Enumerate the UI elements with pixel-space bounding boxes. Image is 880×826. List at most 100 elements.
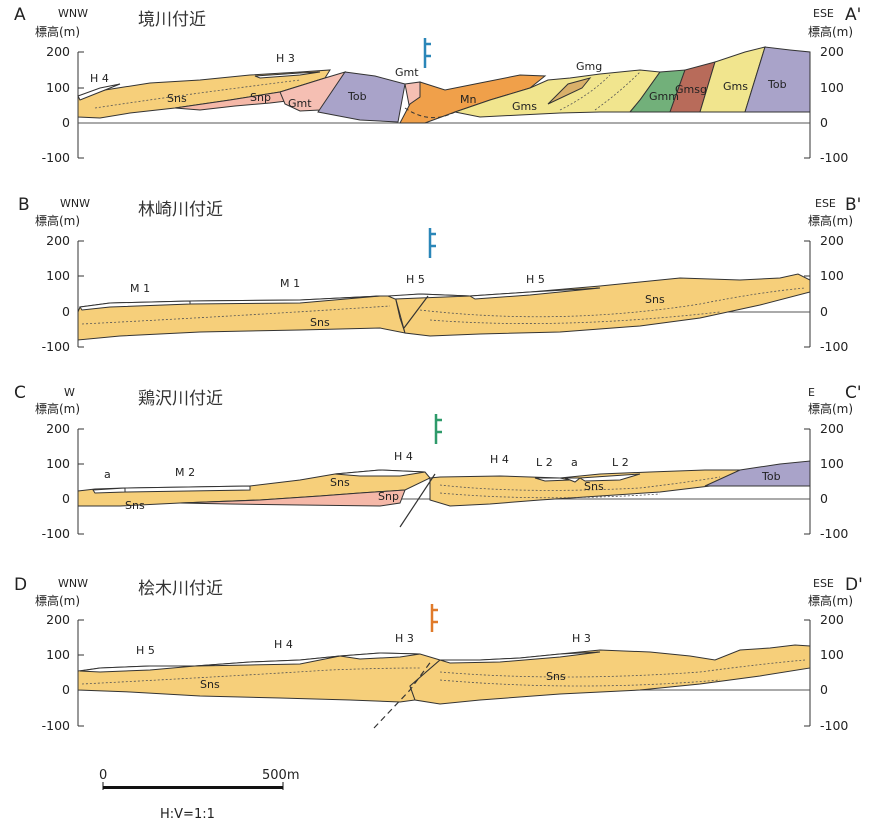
terrace-L2b-C bbox=[578, 473, 641, 482]
unit-label: H 3 bbox=[572, 632, 591, 645]
elevation-label-right: 標高(m) bbox=[808, 401, 853, 416]
terrace-H4-A bbox=[77, 83, 121, 101]
fault-line-B bbox=[403, 295, 429, 329]
fault-symbol-D bbox=[430, 604, 438, 632]
tick-label: -100 bbox=[820, 718, 848, 733]
scale-end-label: 500m bbox=[262, 768, 299, 783]
section-title: 境川付近 bbox=[138, 10, 206, 30]
tick-label: 200 bbox=[46, 421, 70, 436]
scale-bar: 0 500m H:V=1:1 bbox=[99, 768, 299, 822]
unit-label: H 4 bbox=[394, 450, 413, 463]
unit-label: Gmg bbox=[576, 60, 602, 73]
section-D: D WNW 標高(m) 桧木川付近 ESE D' 標高(m) 200 100 0… bbox=[14, 575, 863, 733]
scale-ratio-label: H:V=1:1 bbox=[160, 807, 215, 822]
elevation-label-left: 標高(m) bbox=[35, 401, 80, 416]
unit-labels-A: H 4 H 3 Sns Snp Gmt Tob Gmt Mn Gms Gmg G… bbox=[90, 52, 787, 113]
tick-label: 0 bbox=[820, 491, 828, 506]
section-B: B WNW 標高(m) 林崎川付近 ESE B' 標高(m) 200 100 0… bbox=[18, 195, 861, 354]
tick-label: -100 bbox=[42, 150, 70, 165]
terrace-H4-C bbox=[334, 469, 426, 477]
tick-label: 0 bbox=[820, 682, 828, 697]
unit-Tob-C bbox=[704, 460, 811, 487]
fault-symbol-B bbox=[428, 228, 436, 258]
fault-symbol-C bbox=[434, 414, 442, 444]
geology-D bbox=[77, 644, 811, 705]
elevation-label-right: 標高(m) bbox=[808, 593, 853, 608]
tick-label: 100 bbox=[820, 80, 844, 95]
direction-right: E bbox=[808, 386, 815, 399]
tick-label: -100 bbox=[820, 150, 848, 165]
unit-Tob-A2 bbox=[744, 46, 811, 113]
unit-label: Snp bbox=[378, 490, 399, 503]
unit-label: H 5 bbox=[136, 644, 155, 657]
unit-Tob-A bbox=[317, 71, 406, 123]
direction-right: ESE bbox=[813, 7, 834, 20]
section-letter-left: A bbox=[14, 5, 26, 25]
unit-label: M 1 bbox=[130, 282, 150, 295]
unit-label: L 2 bbox=[536, 456, 553, 469]
unit-label: Sns bbox=[546, 670, 566, 683]
tick-label: 200 bbox=[820, 421, 844, 436]
section-C: C W 標高(m) 鶏沢川付近 E C' 標高(m) 200 100 0 -10… bbox=[14, 383, 862, 541]
tick-label: 100 bbox=[46, 647, 70, 662]
unit-label: H 4 bbox=[490, 453, 509, 466]
tick-label: -100 bbox=[42, 339, 70, 354]
bedding-lines-A bbox=[94, 71, 641, 111]
tick-label: 200 bbox=[820, 44, 844, 59]
tick-label: -100 bbox=[42, 718, 70, 733]
unit-label: Gmt bbox=[288, 97, 312, 110]
direction-left: WNW bbox=[58, 577, 88, 590]
terrace-H3-A bbox=[254, 71, 321, 79]
tick-label: 0 bbox=[62, 682, 70, 697]
direction-right: ESE bbox=[813, 577, 834, 590]
unit-label: Sns bbox=[200, 678, 220, 691]
bedding-lines-D bbox=[81, 659, 806, 687]
terrace-a2-C bbox=[564, 477, 582, 483]
right-axis bbox=[804, 240, 811, 348]
terrace-H3-D bbox=[339, 652, 421, 660]
unit-label: Gmsg bbox=[675, 83, 707, 96]
unit-label: H 5 bbox=[526, 273, 545, 286]
geology-C bbox=[77, 460, 811, 507]
terrace-H3b-D bbox=[439, 651, 601, 664]
section-A: A WNW 標高(m) 境川付近 ESE A' 標高(m) 200 100 0 … bbox=[14, 5, 861, 165]
unit-label: Tob bbox=[761, 470, 781, 483]
tick-label: 100 bbox=[46, 80, 70, 95]
direction-right: ESE bbox=[815, 197, 836, 210]
unit-label: H 5 bbox=[406, 273, 425, 286]
unit-label: Snp bbox=[250, 91, 271, 104]
unit-label: Mn bbox=[460, 93, 476, 106]
unit-label: a bbox=[104, 468, 111, 481]
unit-label: M 1 bbox=[280, 277, 300, 290]
direction-left: WNW bbox=[60, 197, 90, 210]
terrace-M1b-B bbox=[189, 295, 381, 305]
bedding-lines-C bbox=[439, 476, 721, 499]
section-title: 桧木川付近 bbox=[138, 579, 223, 599]
section-letter-right: B' bbox=[845, 195, 861, 215]
direction-left: WNW bbox=[58, 7, 88, 20]
section-letter-right: A' bbox=[845, 5, 861, 25]
unit-label: Sns bbox=[125, 499, 145, 512]
unit-label: H 3 bbox=[276, 52, 295, 65]
section-letter-left: D bbox=[14, 575, 27, 595]
tick-label: -100 bbox=[820, 526, 848, 541]
fault-line-C bbox=[399, 473, 436, 528]
tick-label: 0 bbox=[62, 304, 70, 319]
left-axis bbox=[77, 428, 84, 535]
tick-label: 200 bbox=[46, 612, 70, 627]
unit-label: Sns bbox=[330, 476, 350, 489]
tick-label: 200 bbox=[46, 44, 70, 59]
geology-B bbox=[77, 273, 811, 341]
section-letter-right: C' bbox=[845, 383, 862, 403]
elevation-label-right: 標高(m) bbox=[808, 24, 853, 39]
elevation-label-left: 標高(m) bbox=[35, 24, 80, 39]
unit-Sns-D1 bbox=[77, 652, 442, 703]
elevation-label-left: 標高(m) bbox=[35, 213, 80, 228]
tick-label: 200 bbox=[820, 612, 844, 627]
unit-label: H 4 bbox=[90, 72, 109, 85]
section-letter-right: D' bbox=[845, 575, 863, 595]
tick-label: 200 bbox=[46, 233, 70, 248]
section-title: 林崎川付近 bbox=[138, 200, 223, 220]
section-letter-left: C bbox=[14, 383, 26, 403]
